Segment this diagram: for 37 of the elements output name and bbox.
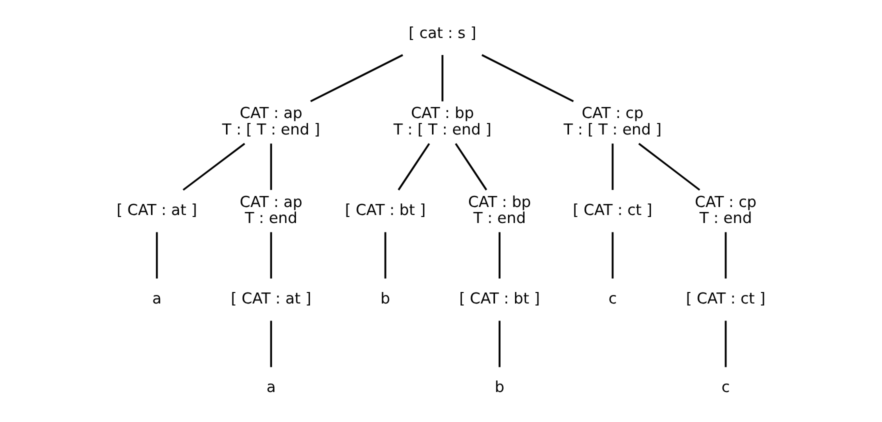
- connector: [482, 54, 574, 102]
- connector: [498, 232, 500, 279]
- connector: [498, 320, 500, 368]
- node-text: [ CAT : at ]: [230, 290, 312, 308]
- node-text: [ cat : s ]: [408, 24, 476, 42]
- connector: [270, 232, 272, 279]
- connector: [724, 232, 727, 279]
- node-text: b: [380, 290, 390, 308]
- node-text: b: [494, 378, 504, 396]
- connector: [454, 143, 488, 190]
- node-text: CAT : cp T : [ T : end ]: [564, 104, 662, 139]
- node-text: [ CAT : at ]: [116, 200, 198, 219]
- connector: [442, 55, 444, 102]
- connector: [270, 320, 272, 368]
- connector: [612, 232, 614, 279]
- connector: [384, 232, 386, 279]
- connector: [638, 142, 700, 191]
- node-text: [ CAT : bt ]: [459, 290, 540, 308]
- connector: [270, 144, 272, 190]
- node-text: CAT : ap T : [ T : end ]: [222, 104, 320, 139]
- node-text: CAT : bp T : [ T : end ]: [393, 104, 492, 139]
- connector: [398, 143, 430, 190]
- connector: [156, 232, 158, 279]
- node-text: [ CAT : bt ]: [344, 200, 426, 219]
- node-text: c: [608, 290, 617, 308]
- node-text: CAT : ap T : end: [240, 192, 302, 228]
- node-text: CAT : bp T : end: [468, 192, 532, 228]
- node-text: [ CAT : ct ]: [686, 290, 766, 308]
- connector: [612, 144, 614, 190]
- node-text: CAT : cp T : end: [694, 192, 757, 228]
- node-text: [ CAT : ct ]: [572, 200, 652, 219]
- node-text: c: [722, 378, 730, 396]
- connector: [182, 142, 246, 191]
- node-text: a: [152, 290, 162, 308]
- connector: [310, 54, 404, 102]
- node-text: a: [266, 378, 276, 396]
- connector: [724, 320, 727, 368]
